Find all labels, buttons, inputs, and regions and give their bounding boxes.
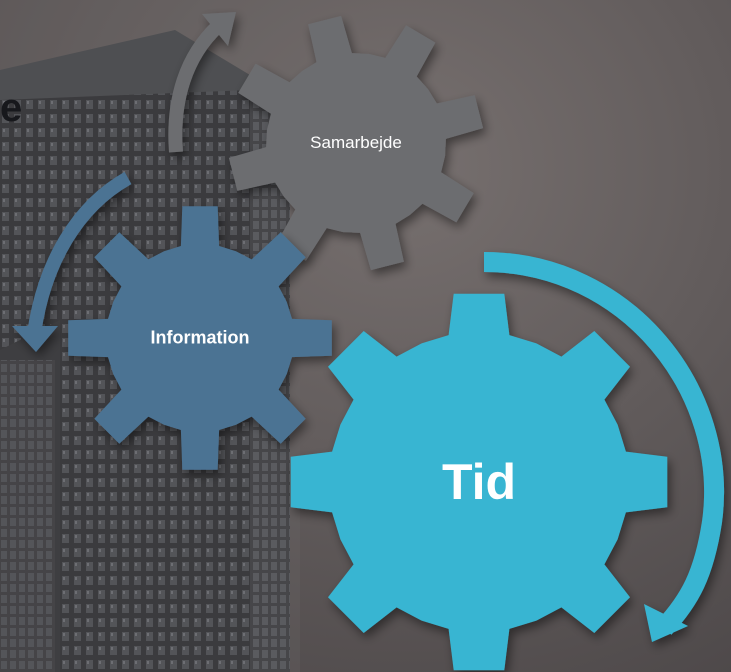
gear-information: [68, 206, 332, 470]
arrow-up-head: [202, 12, 236, 46]
arrow-left-icon: [12, 171, 132, 352]
arrow-up-icon: [168, 12, 236, 153]
arrow-right-body: [483, 252, 724, 635]
gear-samarbejde: [228, 15, 484, 271]
building-lower-windows: [0, 360, 55, 672]
gear-label-information: Information: [150, 327, 250, 348]
gear-label-tid: Tid: [441, 454, 517, 510]
arrow-right-icon: [483, 252, 724, 642]
arrow-right-head: [644, 604, 688, 642]
arrow-left-body: [27, 171, 132, 335]
arrow-up-body: [168, 20, 223, 153]
gear-label-samarbejde: Samarbejde: [310, 133, 402, 152]
gear-tid: [290, 293, 668, 671]
slide-title-fragment: e: [0, 86, 23, 130]
arrow-left-head: [12, 326, 58, 352]
